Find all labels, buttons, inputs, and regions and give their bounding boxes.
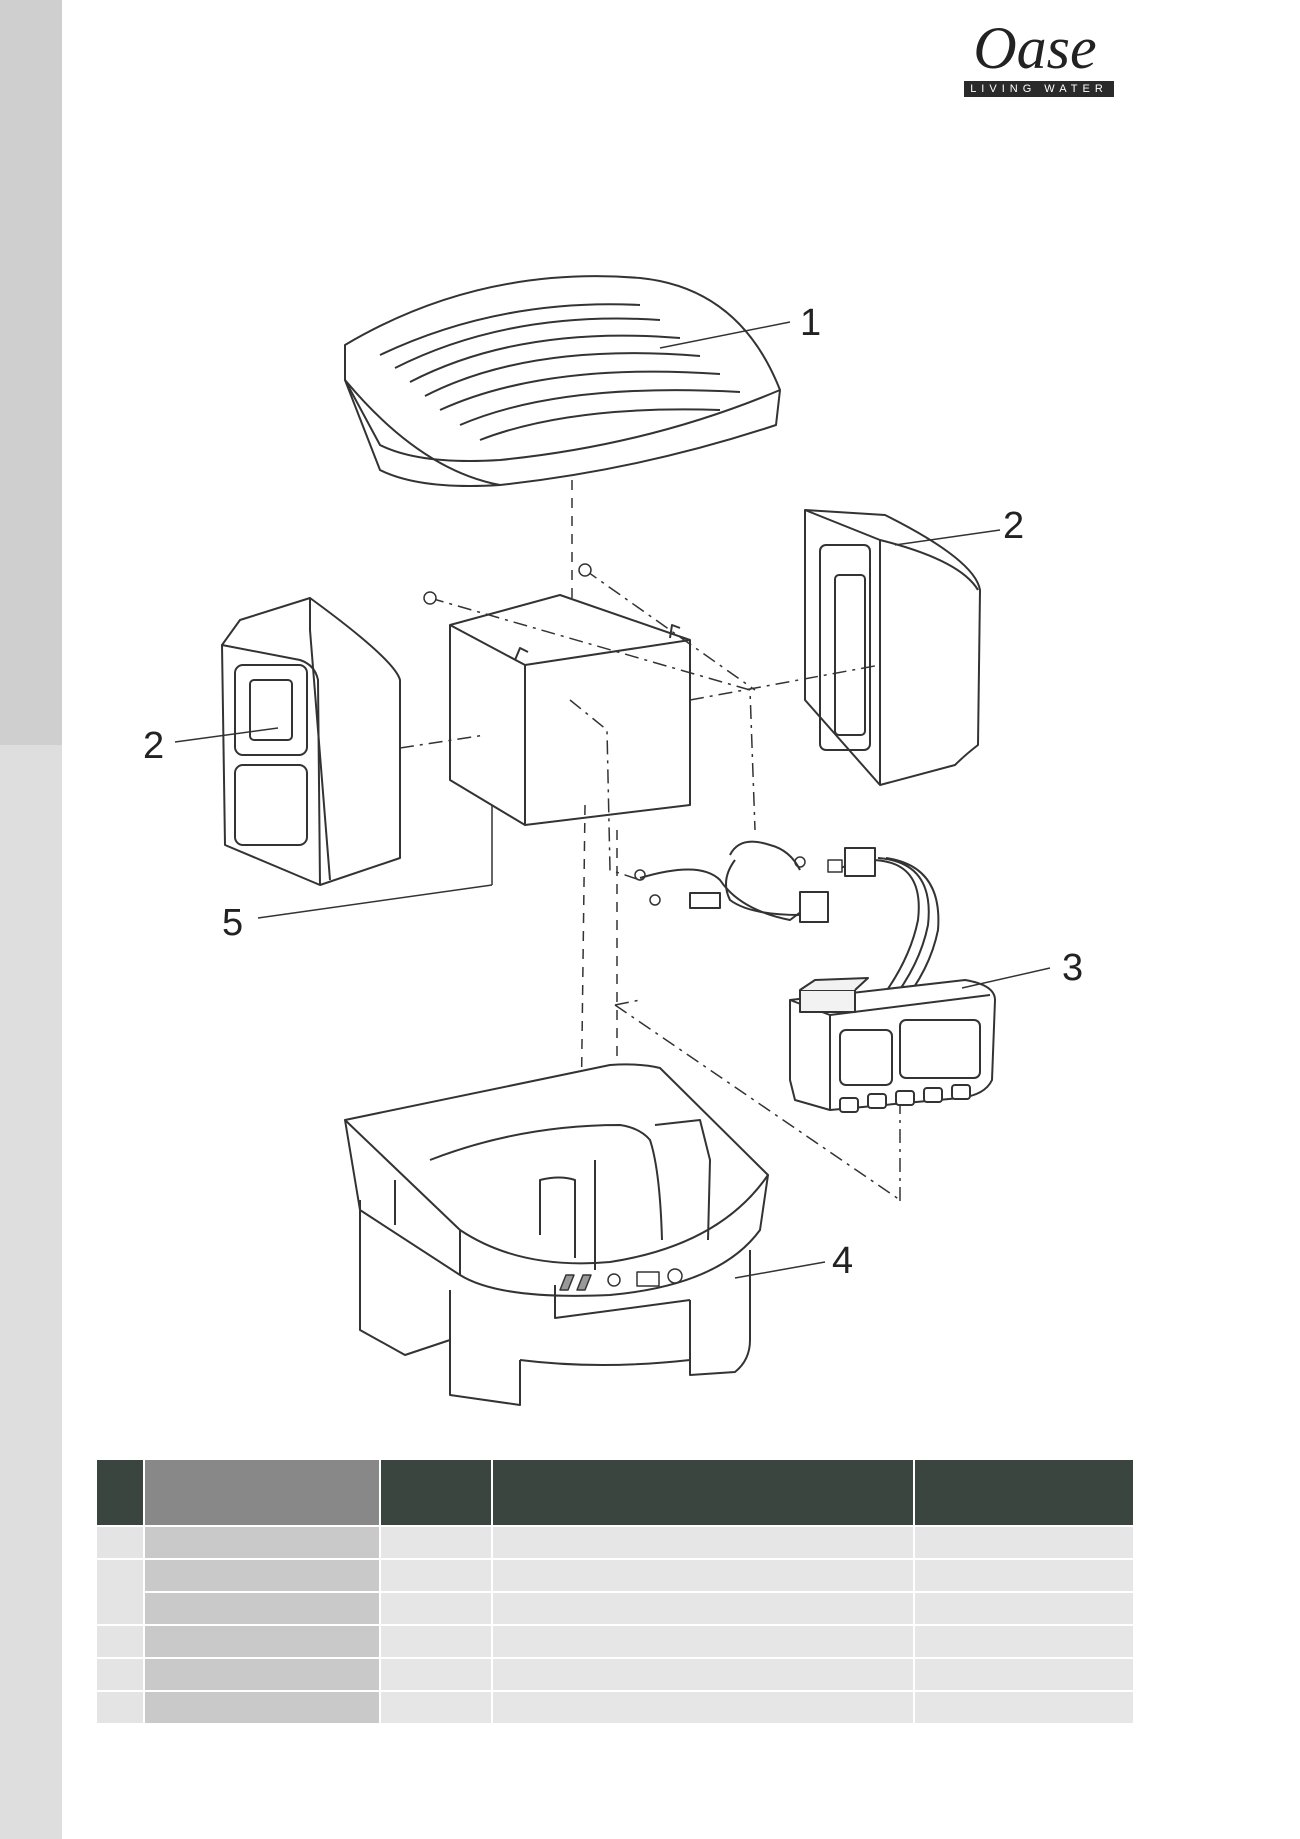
table-cell: [95, 1624, 145, 1659]
table-row: [95, 1525, 1135, 1560]
side-strip-dark: [0, 0, 62, 745]
table-row: [95, 1558, 1135, 1626]
callout-4: 4: [832, 1240, 853, 1282]
logo-wordmark: Oase: [973, 15, 1097, 81]
oase-logo: Oase LIVING WATER: [950, 16, 1120, 102]
table-cell: [491, 1591, 915, 1626]
table-cell: [491, 1690, 915, 1725]
table-cell: [379, 1591, 493, 1626]
table-cell: [491, 1525, 915, 1560]
table-cell: [95, 1525, 145, 1560]
header-cell-quantity: [379, 1458, 493, 1527]
table-cell: [143, 1690, 381, 1725]
table-cell: [95, 1657, 145, 1692]
table-cell: [143, 1558, 381, 1593]
side-strip-light: [0, 745, 62, 1839]
table-cell: [379, 1525, 493, 1560]
table-row: [95, 1690, 1135, 1725]
battery-part: [449, 594, 691, 826]
table-cell: [143, 1657, 381, 1692]
connector-plug-a: [799, 891, 829, 923]
table-row: [95, 1657, 1135, 1692]
table-cell: [491, 1558, 915, 1593]
table-cell: [913, 1657, 1135, 1692]
screws: [423, 563, 806, 906]
table-cell: [913, 1690, 1135, 1725]
wiring-harness: [639, 840, 940, 1007]
table-cell: [379, 1657, 493, 1692]
table-cell: [491, 1657, 915, 1692]
header-cell-number: [95, 1458, 145, 1527]
table-cell: [95, 1558, 145, 1626]
callout-1: 1: [800, 302, 821, 344]
callout-2-right: 2: [1003, 505, 1024, 547]
table-cell: [143, 1591, 381, 1626]
side-panel-left-part: [221, 597, 401, 886]
header-cell-details: [491, 1458, 915, 1527]
lid-part: [344, 275, 781, 487]
table-cell: [379, 1690, 493, 1725]
header-cell-description: [143, 1458, 381, 1527]
side-panel-right-part: [804, 509, 981, 786]
callout-2-left: 2: [143, 725, 164, 767]
callout-3: 3: [1062, 947, 1083, 989]
table-cell: [913, 1624, 1135, 1659]
table-cell: [491, 1624, 915, 1659]
exploded-view-diagram: 1 2 2 3 4 5: [143, 275, 1083, 1406]
table-cell: [143, 1525, 381, 1560]
callout-5: 5: [222, 902, 243, 944]
base-housing-part: [344, 1063, 769, 1406]
table-row: [96, 1591, 1135, 1626]
parts-table: [95, 1458, 1135, 1725]
table-cell: [913, 1591, 1135, 1626]
table-cell: [913, 1525, 1135, 1560]
table-row: [95, 1624, 1135, 1659]
control-unit-part: [789, 977, 996, 1113]
table-cell: [143, 1624, 381, 1659]
table-header: [95, 1458, 1135, 1527]
connector-plug-b: [844, 847, 876, 877]
header-cell-article: [913, 1458, 1135, 1527]
table-cell: [913, 1558, 1135, 1593]
indicator-icons: [559, 1268, 683, 1291]
table-cell: [379, 1558, 493, 1593]
logo-tagline: LIVING WATER: [964, 81, 1114, 97]
connector-flat: [689, 892, 721, 909]
table-cell: [95, 1690, 145, 1725]
table-cell: [379, 1624, 493, 1659]
